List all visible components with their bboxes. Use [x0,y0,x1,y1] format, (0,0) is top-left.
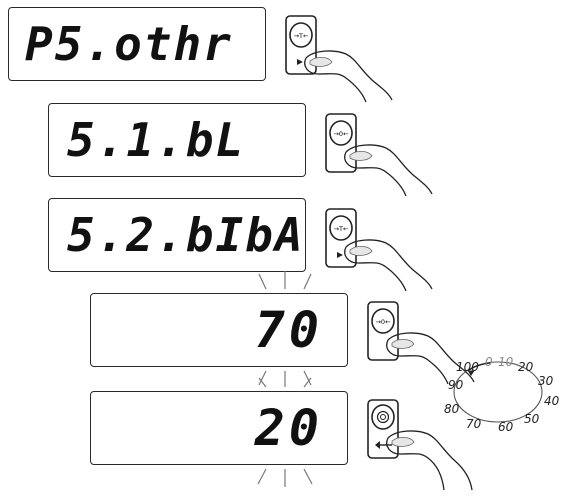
tare-key-icon[interactable]: →T← [324,207,434,297]
tare-key-icon[interactable]: →T← [284,14,394,104]
display-text-20: 20 [254,399,323,457]
dial-value-90: 90 [448,378,464,392]
dial-value-100: 100 [456,360,479,374]
finger-press-icon [386,332,475,385]
zero-key-label: →0← [333,130,349,138]
display-text-p5-othr: P5.othr [25,17,233,71]
tare-key-label: →T← [294,32,309,40]
display-text-5-2-biba: 5.2.bIbA [67,208,305,262]
finger-press-icon [304,50,393,103]
tare-key-label: →T← [334,225,349,233]
zero-key-icon[interactable]: →0← [366,300,476,390]
display-text-5-1-bl: 5.1.bL [67,113,246,167]
display-text-70: 70 [254,301,323,359]
dial-value-60: 60 [498,420,514,434]
finger-press-icon [344,239,433,292]
lcd-display-step-4: 70 [90,293,348,367]
zero-key-label: →0← [375,318,391,326]
dial-value-0: 0 [485,355,493,369]
dial-value-20: 20 [518,360,534,374]
tare-button-unit-3: →T← [324,207,434,297]
zero-key-icon[interactable]: →0← [324,112,434,202]
lcd-display-step-1: P5.othr [8,7,266,81]
dial-arrow [467,362,491,372]
enter-button-unit-5 [366,398,476,494]
lcd-display-step-3: 5.2.bIbA [48,198,306,272]
enter-key-icon[interactable] [366,398,476,494]
dial-value-30: 30 [538,374,554,388]
tare-button-unit-1: →T← [284,14,394,104]
dial-value-40: 40 [544,394,560,408]
dial-value-50: 50 [524,412,540,426]
lcd-display-step-2: 5.1.bL [48,103,306,177]
dial-value-10: 10 [498,355,514,369]
dial-value-80: 80 [444,402,460,416]
finger-press-icon [344,144,433,197]
finger-press-icon [386,430,473,491]
dial-value-70: 70 [466,417,482,431]
zero-button-unit-4: →0← [366,300,476,390]
lcd-display-step-5: 20 [90,391,348,465]
zero-button-unit-2: →0← [324,112,434,202]
